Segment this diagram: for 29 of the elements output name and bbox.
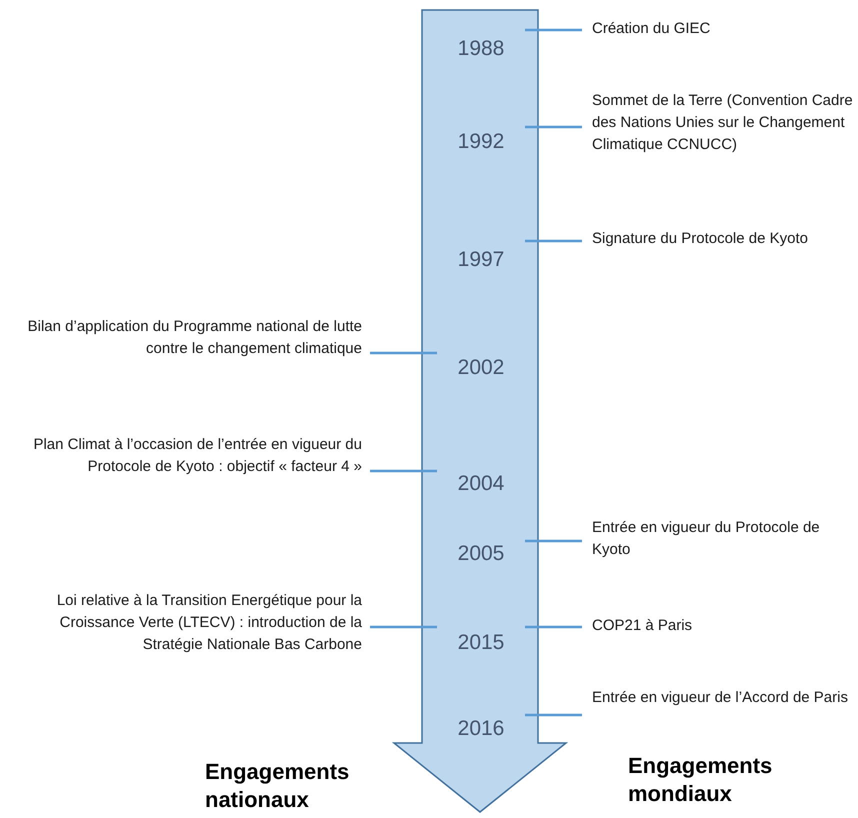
year-label: 2004	[437, 470, 525, 498]
connector-line	[370, 470, 437, 472]
event-text: Entrée en vigueur du Protocole de Kyoto	[582, 517, 852, 561]
year-label: 1988	[437, 35, 525, 63]
year-label: 1992	[437, 128, 525, 156]
connector-line	[525, 714, 582, 716]
connector-line	[525, 240, 582, 242]
event-text: Signature du Protocole de Kyoto	[582, 228, 832, 250]
event-text: Création du GIEC	[582, 18, 852, 40]
event-text: Sommet de la Terre (Convention Cadre des Nations Unies sur le Changement Climatique CCNUCC)	[582, 90, 858, 156]
event-text: Bilan d’application du Programme national de lutte contre le changement climatique	[8, 316, 370, 360]
year-label: 1997	[437, 246, 525, 274]
year-label: 2002	[437, 354, 525, 382]
event-text: Entrée en vigueur de l’Accord de Paris	[582, 687, 852, 709]
column-heading: Engagements mondiaux	[628, 752, 774, 808]
timeline-arrow	[393, 10, 567, 813]
column-heading: Engagements nationaux	[205, 758, 350, 814]
connector-line	[370, 626, 437, 628]
connector-line	[525, 626, 582, 628]
year-label: 2005	[437, 540, 525, 568]
event-text: Plan Climat à l’occasion de l’entrée en vigueur du Protocole de Kyoto : objectif « facteur 4 »	[8, 434, 370, 478]
connector-line	[525, 28, 582, 32]
connector-line	[370, 352, 437, 354]
connector-line	[525, 540, 582, 542]
year-label: 2016	[437, 715, 525, 743]
year-label: 2015	[437, 629, 525, 657]
event-text: COP21 à Paris	[582, 615, 852, 637]
event-text: Loi relative à la Transition Energétique pour la Croissance Verte (LTECV) : introduction de la Stratégie Nationale Bas Carbone	[0, 590, 370, 656]
connector-line	[525, 126, 582, 128]
